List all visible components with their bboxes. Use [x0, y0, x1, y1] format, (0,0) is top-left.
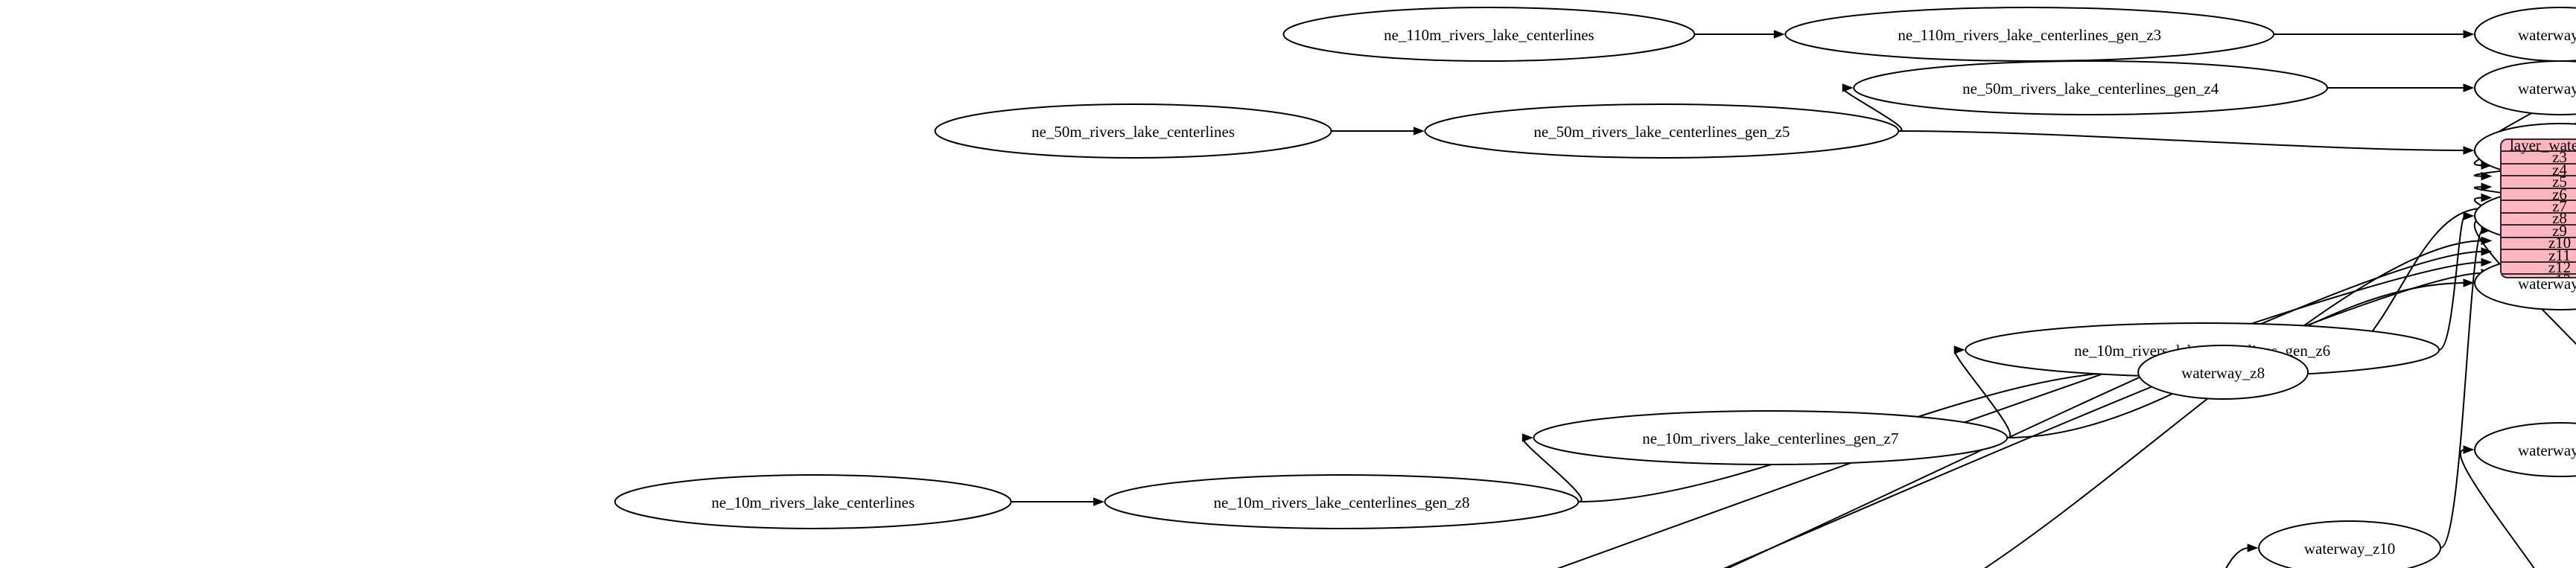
node-ne110_z3[interactable]: ne_110m_rivers_lake_centerlines_gen_z3: [1784, 7, 2275, 62]
edge-ne50_z4-to-waterway_z4: [2327, 83, 2475, 92]
node-shape: [2474, 60, 2576, 115]
edge-path: [1898, 130, 2466, 151]
edge-osm_iwl_z10-to-waterway_z10: [2225, 543, 2259, 568]
node-waterway_z3[interactable]: waterway_z3: [2474, 7, 2576, 62]
node-label: ne_10m_rivers_lake_centerlines_gen_z7: [1642, 430, 1898, 447]
node-ne10[interactable]: ne_10m_rivers_lake_centerlines: [614, 474, 1012, 529]
edge-path: [2459, 449, 2535, 568]
node-shape: [1424, 103, 1900, 159]
node-label: waterway_z8: [2181, 364, 2265, 382]
edge-arrowhead: [2247, 543, 2259, 552]
layer-table-row-z11[interactable]: z11: [2502, 247, 2576, 264]
edge-ne50_z5-to-ne50_z4: [1842, 83, 1903, 132]
node-waterway_z10[interactable]: waterway_z10: [2258, 520, 2442, 568]
node-label: waterway_z10: [2304, 540, 2395, 558]
node-shape: [2258, 520, 2442, 568]
edge-ne10_z7-to-ne10_z6: [1953, 345, 2011, 438]
edge-path: [2474, 218, 2576, 345]
node-label: ne_10m_rivers_lake_centerlines_gen_z8: [1213, 494, 1469, 511]
layer-table-row-z5[interactable]: z5: [2502, 173, 2576, 190]
edge-ne110_z3-to-waterway_z3: [2274, 30, 2475, 39]
edge-arrowhead: [2481, 171, 2493, 181]
node-shape: [1853, 60, 2329, 115]
edge-arrowhead: [2481, 247, 2493, 256]
edge-path: [2440, 229, 2484, 549]
edge-ne10_z6-to-waterway_z6: [2438, 211, 2475, 351]
edge-arrowhead: [2463, 83, 2475, 92]
edge-path: [1726, 250, 2484, 568]
node-label: ne_50m_rivers_lake_centerlines: [1031, 123, 1235, 141]
node-ne10_z8[interactable]: ne_10m_rivers_lake_centerlines_gen_z8: [1104, 474, 1580, 529]
node-shape: [2137, 345, 2309, 400]
edge-ne50_z5-to-waterway_z5: [1898, 130, 2475, 155]
layer-table-row-z13[interactable]: z13: [2502, 272, 2576, 277]
node-label: waterway_z9: [2518, 441, 2576, 459]
edge-ne10-to-ne10_z8: [1011, 497, 1104, 506]
node-ne50_z4[interactable]: ne_50m_rivers_lake_centerlines_gen_z4: [1853, 60, 2329, 115]
edge-path: [2438, 215, 2467, 351]
node-ne50[interactable]: ne_50m_rivers_lake_centerlines: [934, 103, 1332, 159]
edge-waterway_z12-to-layer_table-z12: [1726, 247, 2493, 568]
layer-table-row-z6[interactable]: z6: [2502, 186, 2576, 202]
node-shape: [1282, 7, 1696, 62]
node-label: ne_110m_rivers_lake_centerlines_gen_z3: [1898, 26, 2161, 44]
edge-arrowhead: [2481, 258, 2493, 267]
edge-arrowhead: [1521, 433, 1533, 442]
edge-waterway_z11-to-layer_table-z11: [1983, 236, 2493, 568]
layer-table-row-z7[interactable]: z7: [2502, 198, 2576, 214]
layer-table-row-z3[interactable]: z3: [2502, 149, 2576, 165]
edge-ne10_z8-to-ne10_z7: [1521, 433, 1583, 502]
node-shape: [1784, 7, 2275, 62]
edge-arrowhead: [2481, 182, 2493, 191]
edge-arrowhead: [1953, 345, 1965, 354]
node-ne50_z5[interactable]: ne_50m_rivers_lake_centerlines_gen_z5: [1424, 103, 1900, 159]
edge-arrowhead: [1842, 83, 1854, 92]
node-label: waterway_z3: [2518, 26, 2576, 44]
edge-arrowhead: [2463, 278, 2475, 287]
node-layer: imposm3osm_waterway_linestringne_110m_ri…: [614, 7, 2576, 568]
edge-arrowhead: [1093, 497, 1104, 506]
node-shape: [1533, 410, 2009, 465]
edge-arrowhead: [2463, 146, 2475, 155]
edge-osm_iwl_z9-to-waterway_z9: [2459, 445, 2535, 568]
edge-ne110-to-ne110_z3: [1694, 30, 1785, 39]
node-ne110[interactable]: ne_110m_rivers_lake_centerlines: [1282, 7, 1696, 62]
node-waterway_z8[interactable]: waterway_z8: [2137, 345, 2309, 400]
edge-arrowhead: [1773, 30, 1785, 39]
edge-path: [1556, 261, 2484, 568]
node-label: ne_10m_rivers_lake_centerlines: [711, 494, 915, 511]
node-waterway_z4[interactable]: waterway_z4: [2474, 60, 2576, 115]
layer-table-row-z8[interactable]: z8: [2502, 211, 2576, 226]
edge-arrowhead: [2463, 30, 2475, 39]
edge-arrowhead: [2463, 211, 2475, 220]
node-label: ne_110m_rivers_lake_centerlines: [1384, 26, 1594, 44]
layer-table-row-z12[interactable]: z12: [2502, 259, 2576, 275]
node-shape: [934, 103, 1332, 159]
edge-arrowhead: [2481, 193, 2493, 202]
node-shape: [2474, 422, 2576, 477]
layer-table-row-z4[interactable]: z4: [2502, 162, 2576, 177]
edge-ne50-to-ne50_z5: [1331, 127, 1425, 135]
node-label: ne_50m_rivers_lake_centerlines_gen_z4: [1962, 80, 2219, 98]
edge-arrowhead: [2481, 236, 2493, 246]
edge-path: [1983, 240, 2484, 568]
node-shape: [1104, 474, 1580, 529]
node-waterway_z9[interactable]: waterway_z9: [2474, 422, 2576, 477]
edge-path: [1723, 272, 2484, 568]
edge-arrowhead: [1413, 127, 1425, 135]
edge-waterway_z13-to-layer_table-z13: [1556, 258, 2493, 568]
layer-table-row-z9[interactable]: z9: [2502, 223, 2576, 239]
edge-path: [1953, 349, 2011, 438]
edge-arrowhead: [2463, 445, 2475, 454]
node-ne10_z7[interactable]: ne_10m_rivers_lake_centerlines_gen_z7: [1533, 410, 2009, 465]
node-shape: [614, 474, 1012, 529]
layer-table-header: layer_waterway: [2502, 140, 2576, 153]
node-label: waterway_z4: [2518, 80, 2576, 98]
layer-waterway-record[interactable]: layer_waterwayz3z4z5z6z7z8z9z10z11z12z13…: [2500, 138, 2576, 278]
edge-path: [2225, 547, 2250, 568]
layer-table-row-z10[interactable]: z10: [2502, 235, 2576, 251]
node-label: ne_50m_rivers_lake_centerlines_gen_z5: [1533, 123, 1790, 141]
